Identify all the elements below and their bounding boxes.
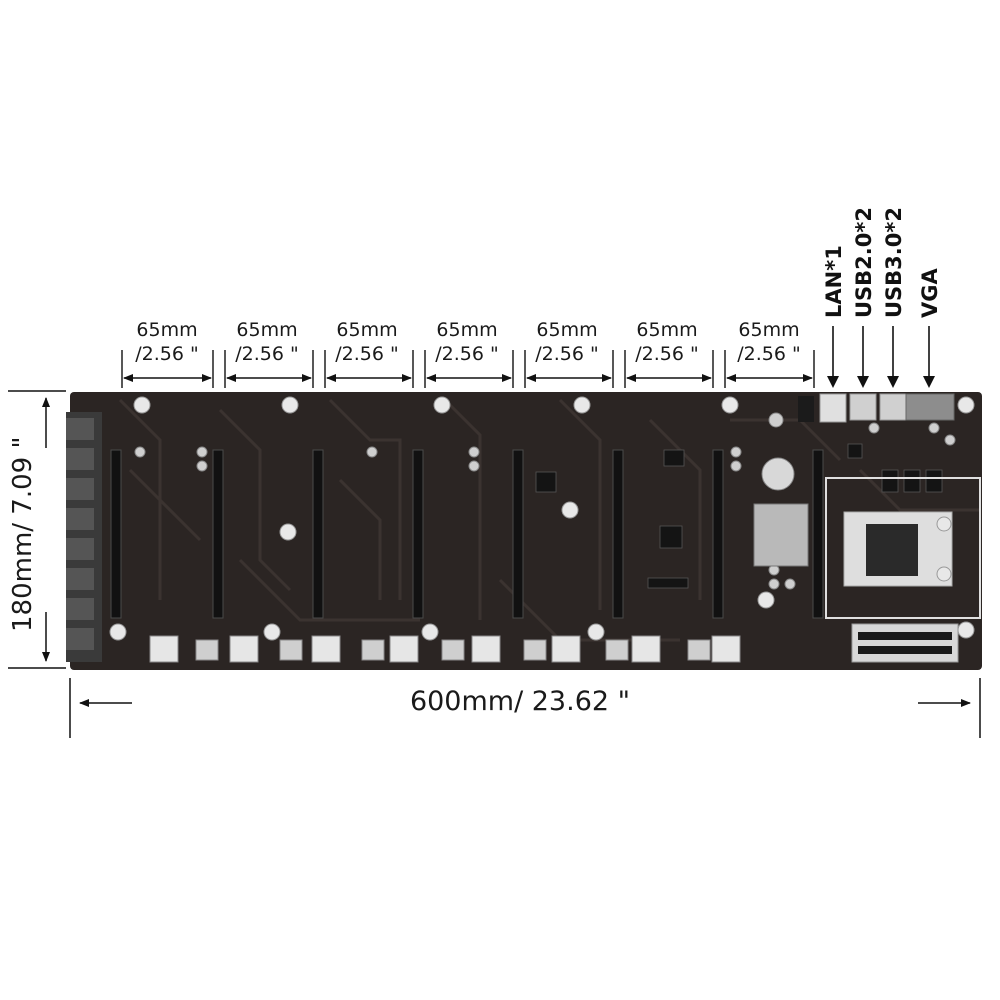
spacing-label-1: 65mm/2.56 " <box>135 319 199 365</box>
port-label-vga: VGA <box>918 268 942 318</box>
pcie-power-connectors <box>149 635 741 663</box>
height-dimension <box>8 390 66 669</box>
left-power-connectors <box>66 412 102 662</box>
lan-port <box>819 393 847 423</box>
port-leader-arrows <box>827 376 935 388</box>
board-height-label: 180mm/ 7.09 " <box>8 436 38 632</box>
pcie-slot <box>612 449 624 619</box>
cmos-battery <box>761 457 795 491</box>
spacing-label-7: 65mm/2.56 " <box>737 319 801 365</box>
pcie-slot <box>712 449 724 619</box>
port-label-lan: LAN*1 <box>822 245 846 318</box>
slot-spacing-dimensions <box>121 350 815 388</box>
sodimm-slot <box>851 623 959 663</box>
vga-port <box>905 393 955 421</box>
usb3-port <box>879 393 907 421</box>
capacitors <box>134 412 956 590</box>
pcie-slot <box>110 449 122 619</box>
pcie-slot <box>812 449 824 619</box>
port-label-usb3: USB3.0*2 <box>882 207 906 318</box>
spacing-label-5: 65mm/2.56 " <box>535 319 599 365</box>
pcie-slot <box>312 449 324 619</box>
width-dimension <box>69 678 981 738</box>
chipset-heatsink <box>753 503 809 567</box>
usb2-port <box>849 393 877 421</box>
port-leader-lines <box>832 326 930 378</box>
pcie-slot <box>512 449 524 619</box>
spacing-label-2: 65mm/2.56 " <box>235 319 299 365</box>
mount-holes <box>109 396 975 641</box>
spacing-label-6: 65mm/2.56 " <box>635 319 699 365</box>
pcie-slots <box>110 449 824 619</box>
port-label-usb2: USB2.0*2 <box>852 207 876 318</box>
spacing-label-3: 65mm/2.56 " <box>335 319 399 365</box>
pcb <box>70 392 982 670</box>
ic-chips <box>535 443 943 589</box>
spacing-label-4: 65mm/2.56 " <box>435 319 499 365</box>
pcb-traces <box>118 398 980 642</box>
pcie-slot <box>412 449 424 619</box>
board-width-label: 600mm/ 23.62 " <box>409 686 631 717</box>
pcie-slot <box>212 449 224 619</box>
motherboard <box>66 392 982 670</box>
rear-io <box>798 393 955 423</box>
cpu-socket <box>825 477 981 619</box>
